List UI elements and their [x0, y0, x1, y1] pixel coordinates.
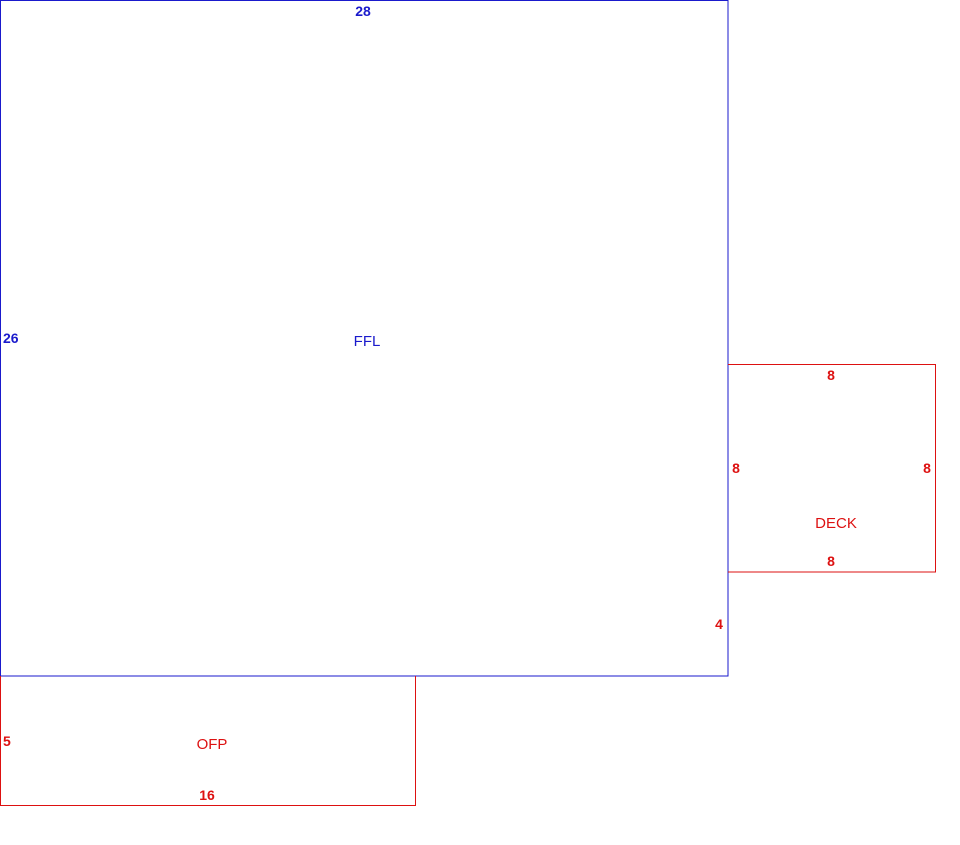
deck-label: DECK	[815, 515, 857, 532]
deck-outline	[728, 364, 936, 573]
ffl-left-dimension: 26	[3, 330, 19, 346]
deck-right-dimension: 8	[923, 460, 931, 476]
deck-area: DECK 8 8 8 8	[728, 364, 936, 573]
deck-top-dimension: 8	[827, 367, 835, 383]
ffl-label: FFL	[354, 333, 381, 350]
offset-dimension: 4	[715, 616, 723, 632]
ofp-bottom-dimension: 16	[199, 787, 215, 803]
ffl-outline	[0, 0, 729, 677]
deck-left-dimension: 8	[732, 460, 740, 476]
ffl-top-dimension: 28	[355, 3, 371, 19]
ffl-area: FFL 28 26	[0, 0, 729, 677]
ofp-area: OFP 5 16	[0, 676, 416, 806]
ofp-left-dimension: 5	[3, 733, 11, 749]
deck-bottom-dimension: 8	[827, 553, 835, 569]
ofp-label: OFP	[197, 736, 228, 753]
ofp-outline	[0, 676, 416, 806]
